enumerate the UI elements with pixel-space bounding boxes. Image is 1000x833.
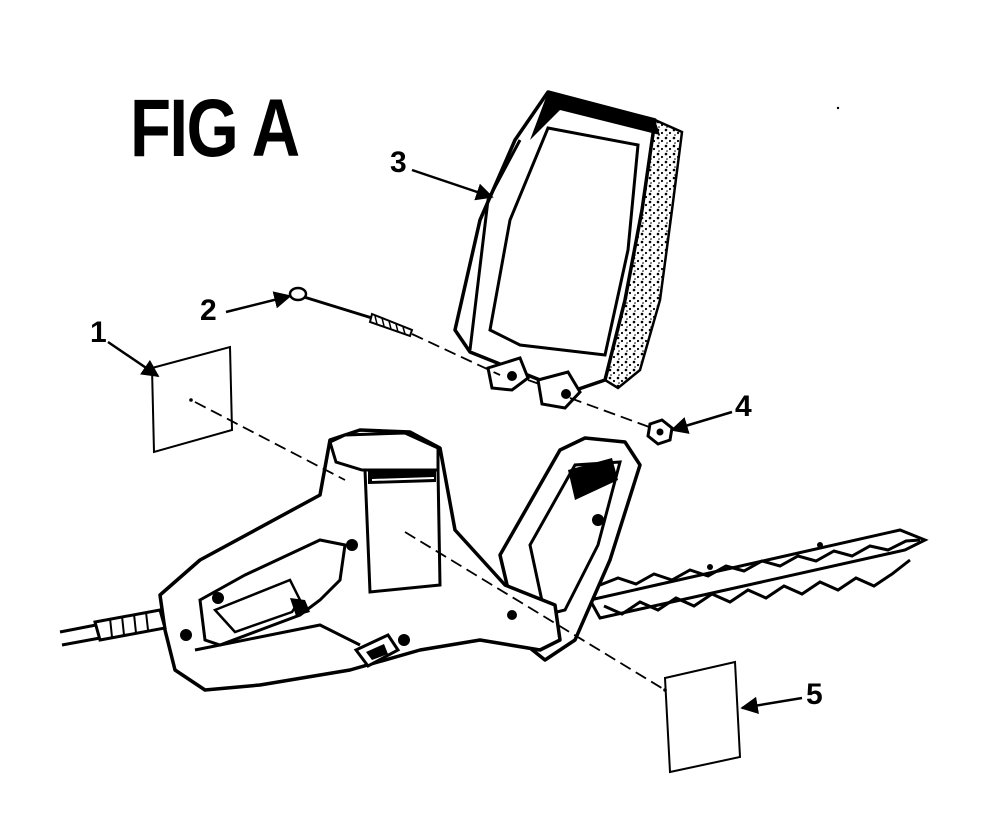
- label-part-5: [663, 660, 742, 774]
- hand-guard: [453, 90, 684, 410]
- figure-title: FIG A: [130, 83, 300, 174]
- trimmer-blade: [587, 528, 929, 620]
- nut: [646, 418, 674, 446]
- guard-mounting-lug-right: [536, 370, 582, 410]
- guard-mounting-lug-left: [486, 356, 530, 392]
- leader-arrow-5: [740, 696, 803, 715]
- callout-1-number: 1: [90, 316, 107, 349]
- label-part-1: [150, 345, 234, 454]
- leader-arrow-4: [670, 410, 733, 434]
- assembly-lines: [194, 333, 666, 691]
- callout-2-number: 2: [200, 294, 217, 327]
- screw: [288, 286, 414, 338]
- motor-housing: [158, 428, 562, 692]
- callout-4-number: 4: [735, 390, 752, 423]
- callout-5-number: 5: [806, 678, 823, 711]
- callout-3-number: 3: [390, 146, 407, 179]
- leader-arrow-1: [107, 340, 160, 378]
- power-cord: [59, 608, 167, 647]
- hedge-trimmer: [59, 428, 929, 692]
- leader-arrows: [107, 168, 803, 715]
- leader-arrow-3: [411, 168, 494, 201]
- leader-arrow-2: [225, 291, 292, 314]
